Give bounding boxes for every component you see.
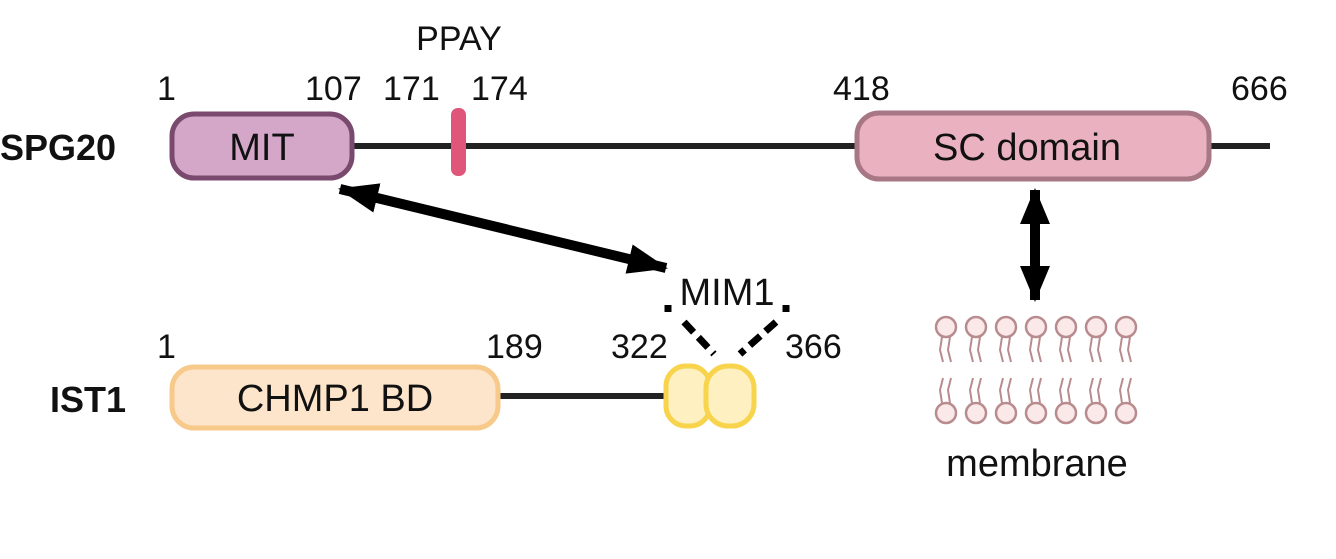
spg20-position-666: 666 (1231, 70, 1288, 108)
mim1-label: MIM1 (680, 272, 775, 314)
mit-mim1-interaction-arrow (338, 183, 668, 274)
mim-helix-left (663, 363, 713, 429)
chmp1-bd-domain (169, 364, 501, 431)
spg20-position-107: 107 (305, 70, 362, 108)
lipid (1054, 315, 1078, 425)
lipid (1114, 315, 1138, 425)
mit-domain (169, 111, 355, 181)
membrane-label: membrane (946, 443, 1128, 485)
lipid (994, 315, 1018, 425)
spg20-position-174: 174 (471, 70, 528, 108)
ist1-label: IST1 (50, 379, 126, 420)
spg20-position-418: 418 (833, 70, 890, 108)
ppay-motif (451, 108, 466, 176)
spg20-label: SPG20 (0, 127, 116, 168)
chmp1-bd-domain-label: CHMP1 BD (237, 378, 433, 420)
lipid (964, 315, 988, 425)
spg20-position-1: 1 (157, 70, 176, 108)
mim1-bracket (664, 305, 790, 357)
ppay-motif-label: PPAY (416, 20, 502, 58)
spg20-position-171: 171 (383, 70, 440, 108)
mim-helix-right (703, 363, 757, 429)
ist1-position-189: 189 (486, 328, 543, 366)
lipid (934, 315, 958, 425)
lipid (1084, 315, 1108, 425)
lipid (1024, 315, 1048, 425)
sc-domain (854, 110, 1212, 182)
membrane-bilayer (934, 315, 1138, 425)
ist1-position-366: 366 (785, 328, 842, 366)
ist1-position-322: 322 (611, 328, 668, 366)
ist1-position-1: 1 (157, 328, 176, 366)
sc-domain-label: SC domain (933, 127, 1121, 169)
mit-domain-label: MIT (229, 127, 294, 169)
